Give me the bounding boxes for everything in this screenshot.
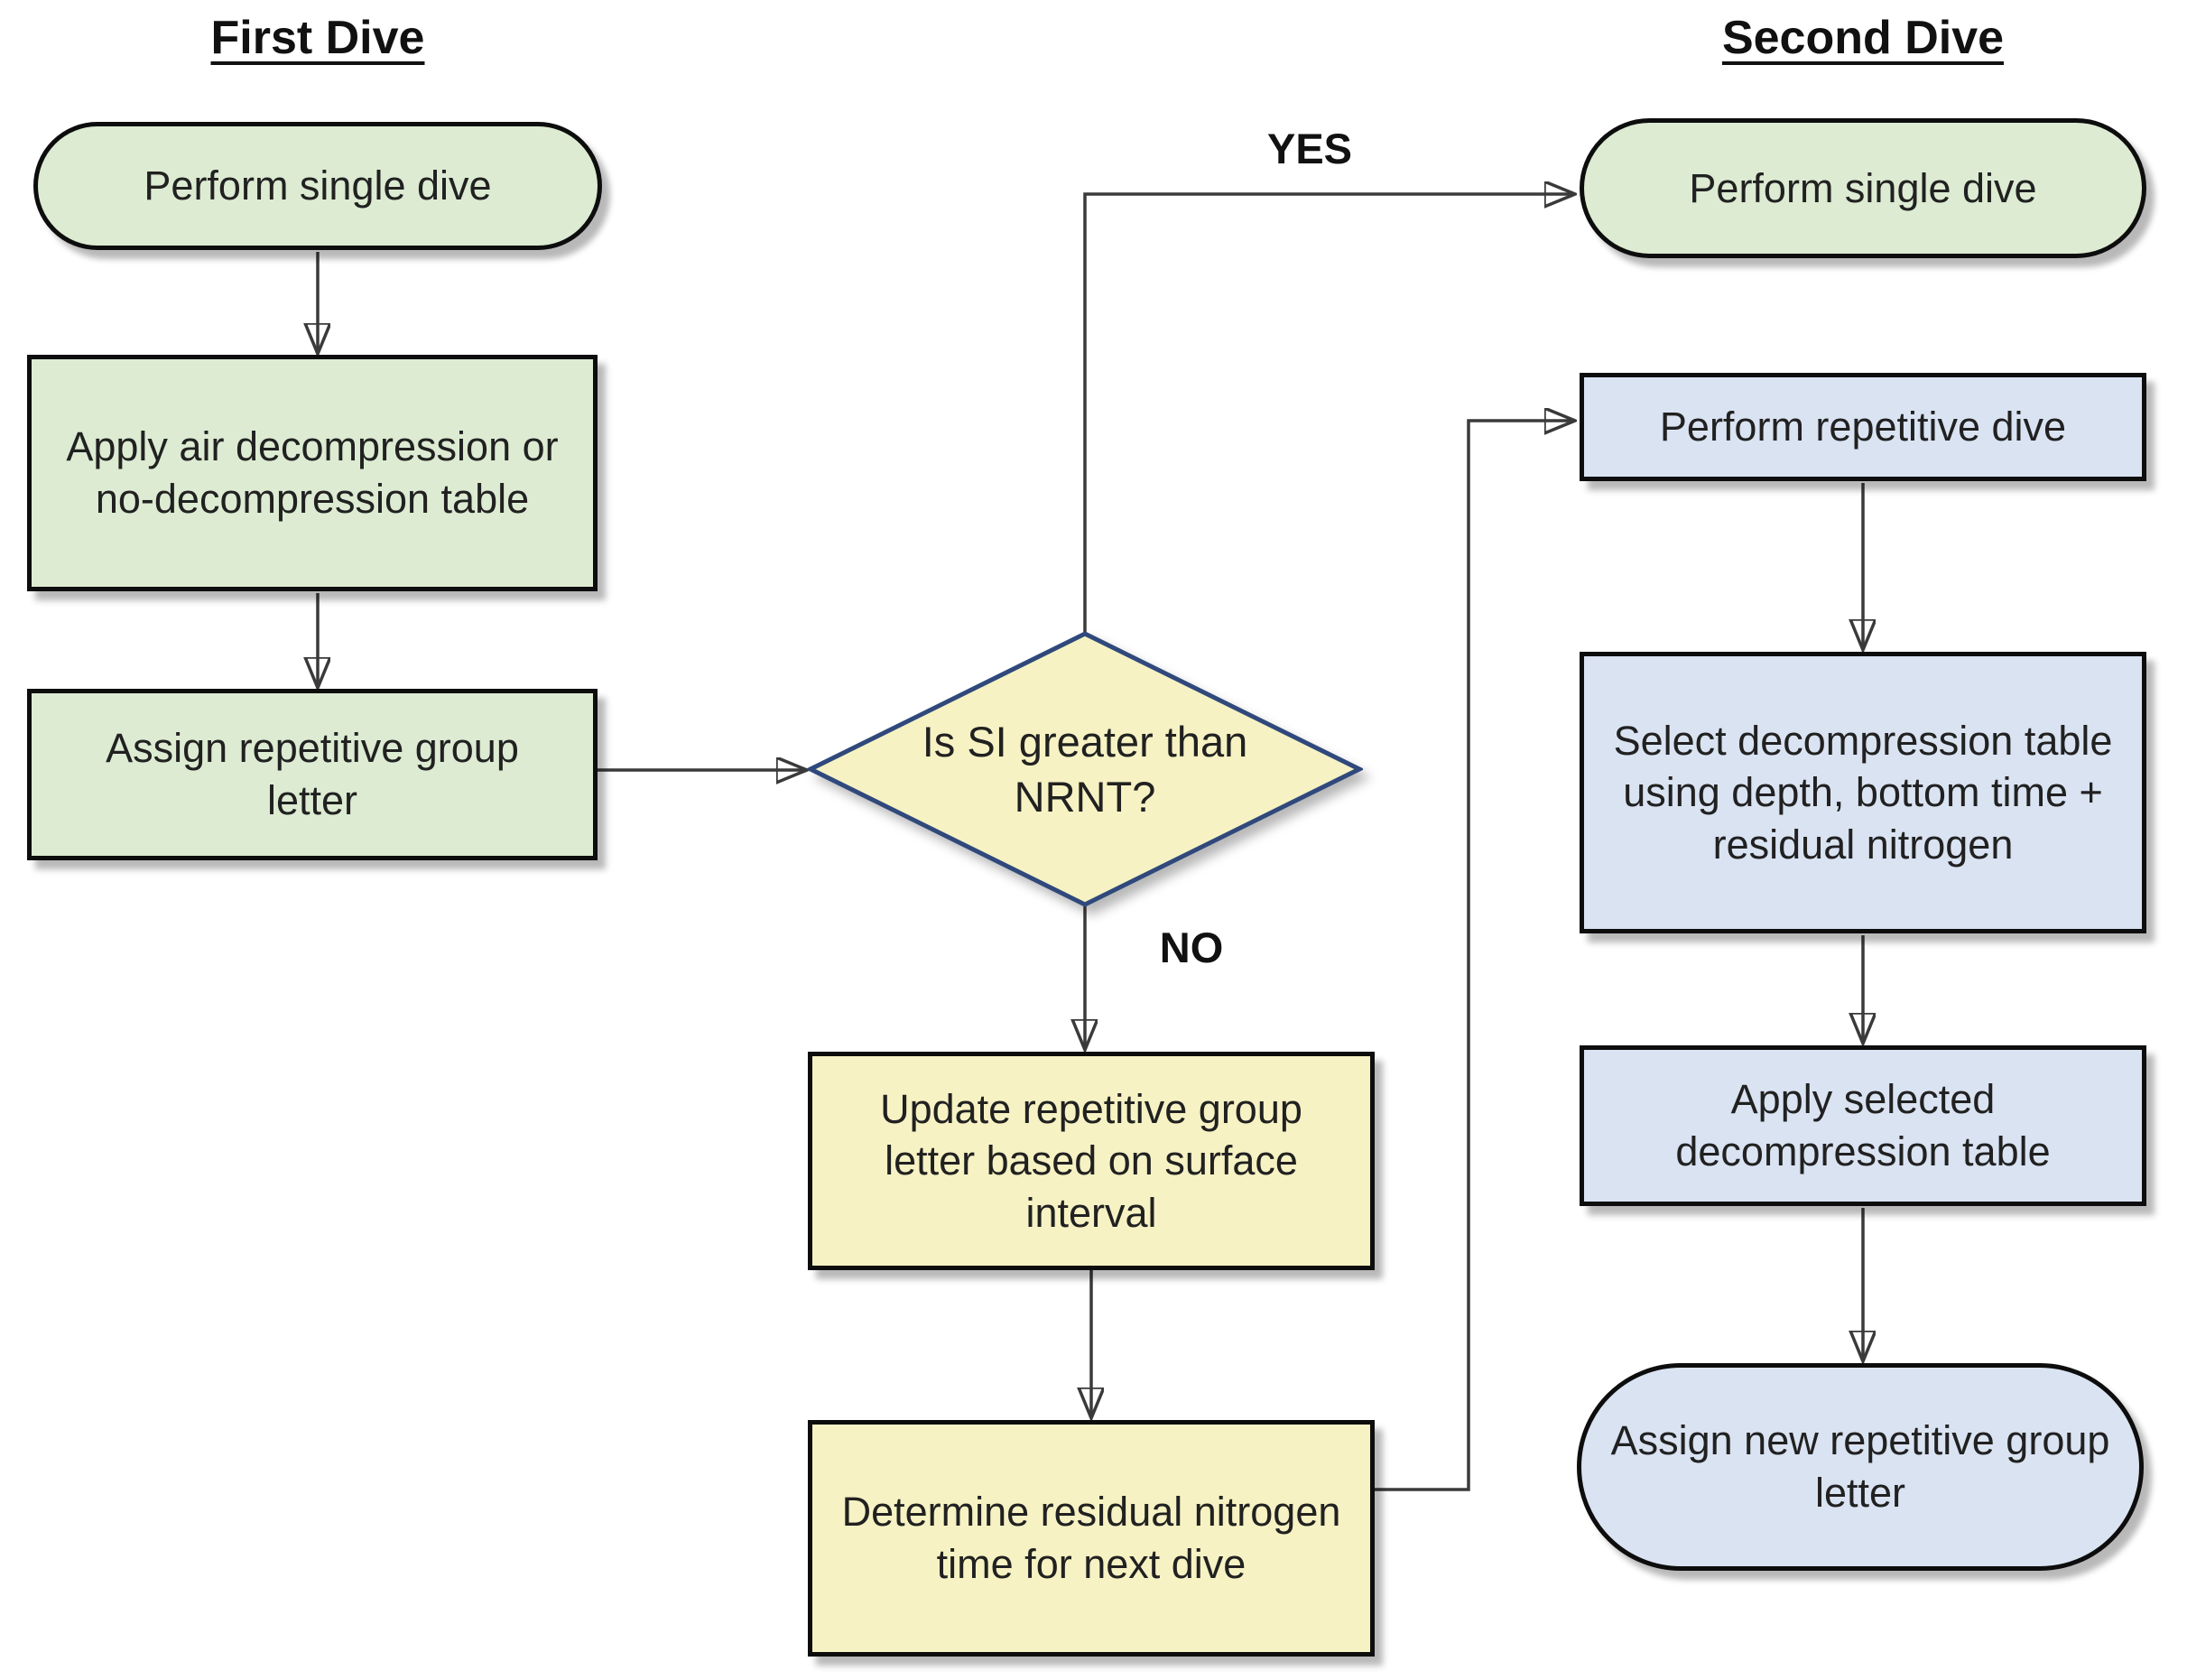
node-apply-selected-table: Apply selected decompression table (1580, 1045, 2146, 1206)
decision-diamond-shape (807, 631, 1363, 907)
node-select-decompression-table: Select decompression table using depth, … (1580, 652, 2146, 933)
decision-si-nrnt: Is SI greater than NRNT? (807, 630, 1363, 908)
node-assign-repetitive-group: Assign repetitive group letter (27, 689, 598, 860)
connector-decision-yes-to-single-dive (1083, 194, 1574, 632)
node-label: Apply air decompression or no-decompress… (66, 423, 559, 522)
column-title-first-dive: First Dive (210, 12, 425, 64)
node-label: Select decompression table using depth, … (1613, 717, 2113, 868)
node-update-repetitive-group: Update repetitive group letter based on … (808, 1052, 1375, 1270)
column-title-second-dive: Second Dive (1721, 12, 2005, 64)
node-perform-repetitive-dive: Perform repetitive dive (1580, 373, 2146, 481)
node-label: Assign repetitive group letter (106, 725, 519, 823)
node-apply-air-decompression: Apply air decompression or no-decompress… (27, 355, 598, 591)
node-label: Perform single dive (144, 162, 492, 209)
node-label: Perform repetitive dive (1659, 404, 2067, 450)
node-perform-single-dive-first: Perform single dive (33, 122, 602, 250)
node-label: Perform single dive (1689, 164, 2037, 211)
connector-determine-rnt-to-repetitive-dive (1375, 421, 1574, 1491)
edge-label-no: NO (1159, 924, 1224, 971)
node-perform-single-dive-second: Perform single dive (1580, 118, 2146, 258)
node-label: Apply selected decompression table (1675, 1076, 2051, 1174)
node-label: Determine residual nitrogen time for nex… (841, 1489, 1341, 1587)
node-label: Update repetitive group letter based on … (880, 1085, 1302, 1236)
node-determine-residual-nitrogen: Determine residual nitrogen time for nex… (808, 1420, 1375, 1657)
node-assign-new-repetitive-group: Assign new repetitive group letter (1577, 1363, 2144, 1571)
diamond-polygon (807, 631, 1363, 907)
node-label: Assign new repetitive group letter (1610, 1417, 2110, 1516)
node-label: Is SI greater than NRNT? (922, 717, 1248, 821)
edge-label-yes: YES (1266, 125, 1353, 172)
